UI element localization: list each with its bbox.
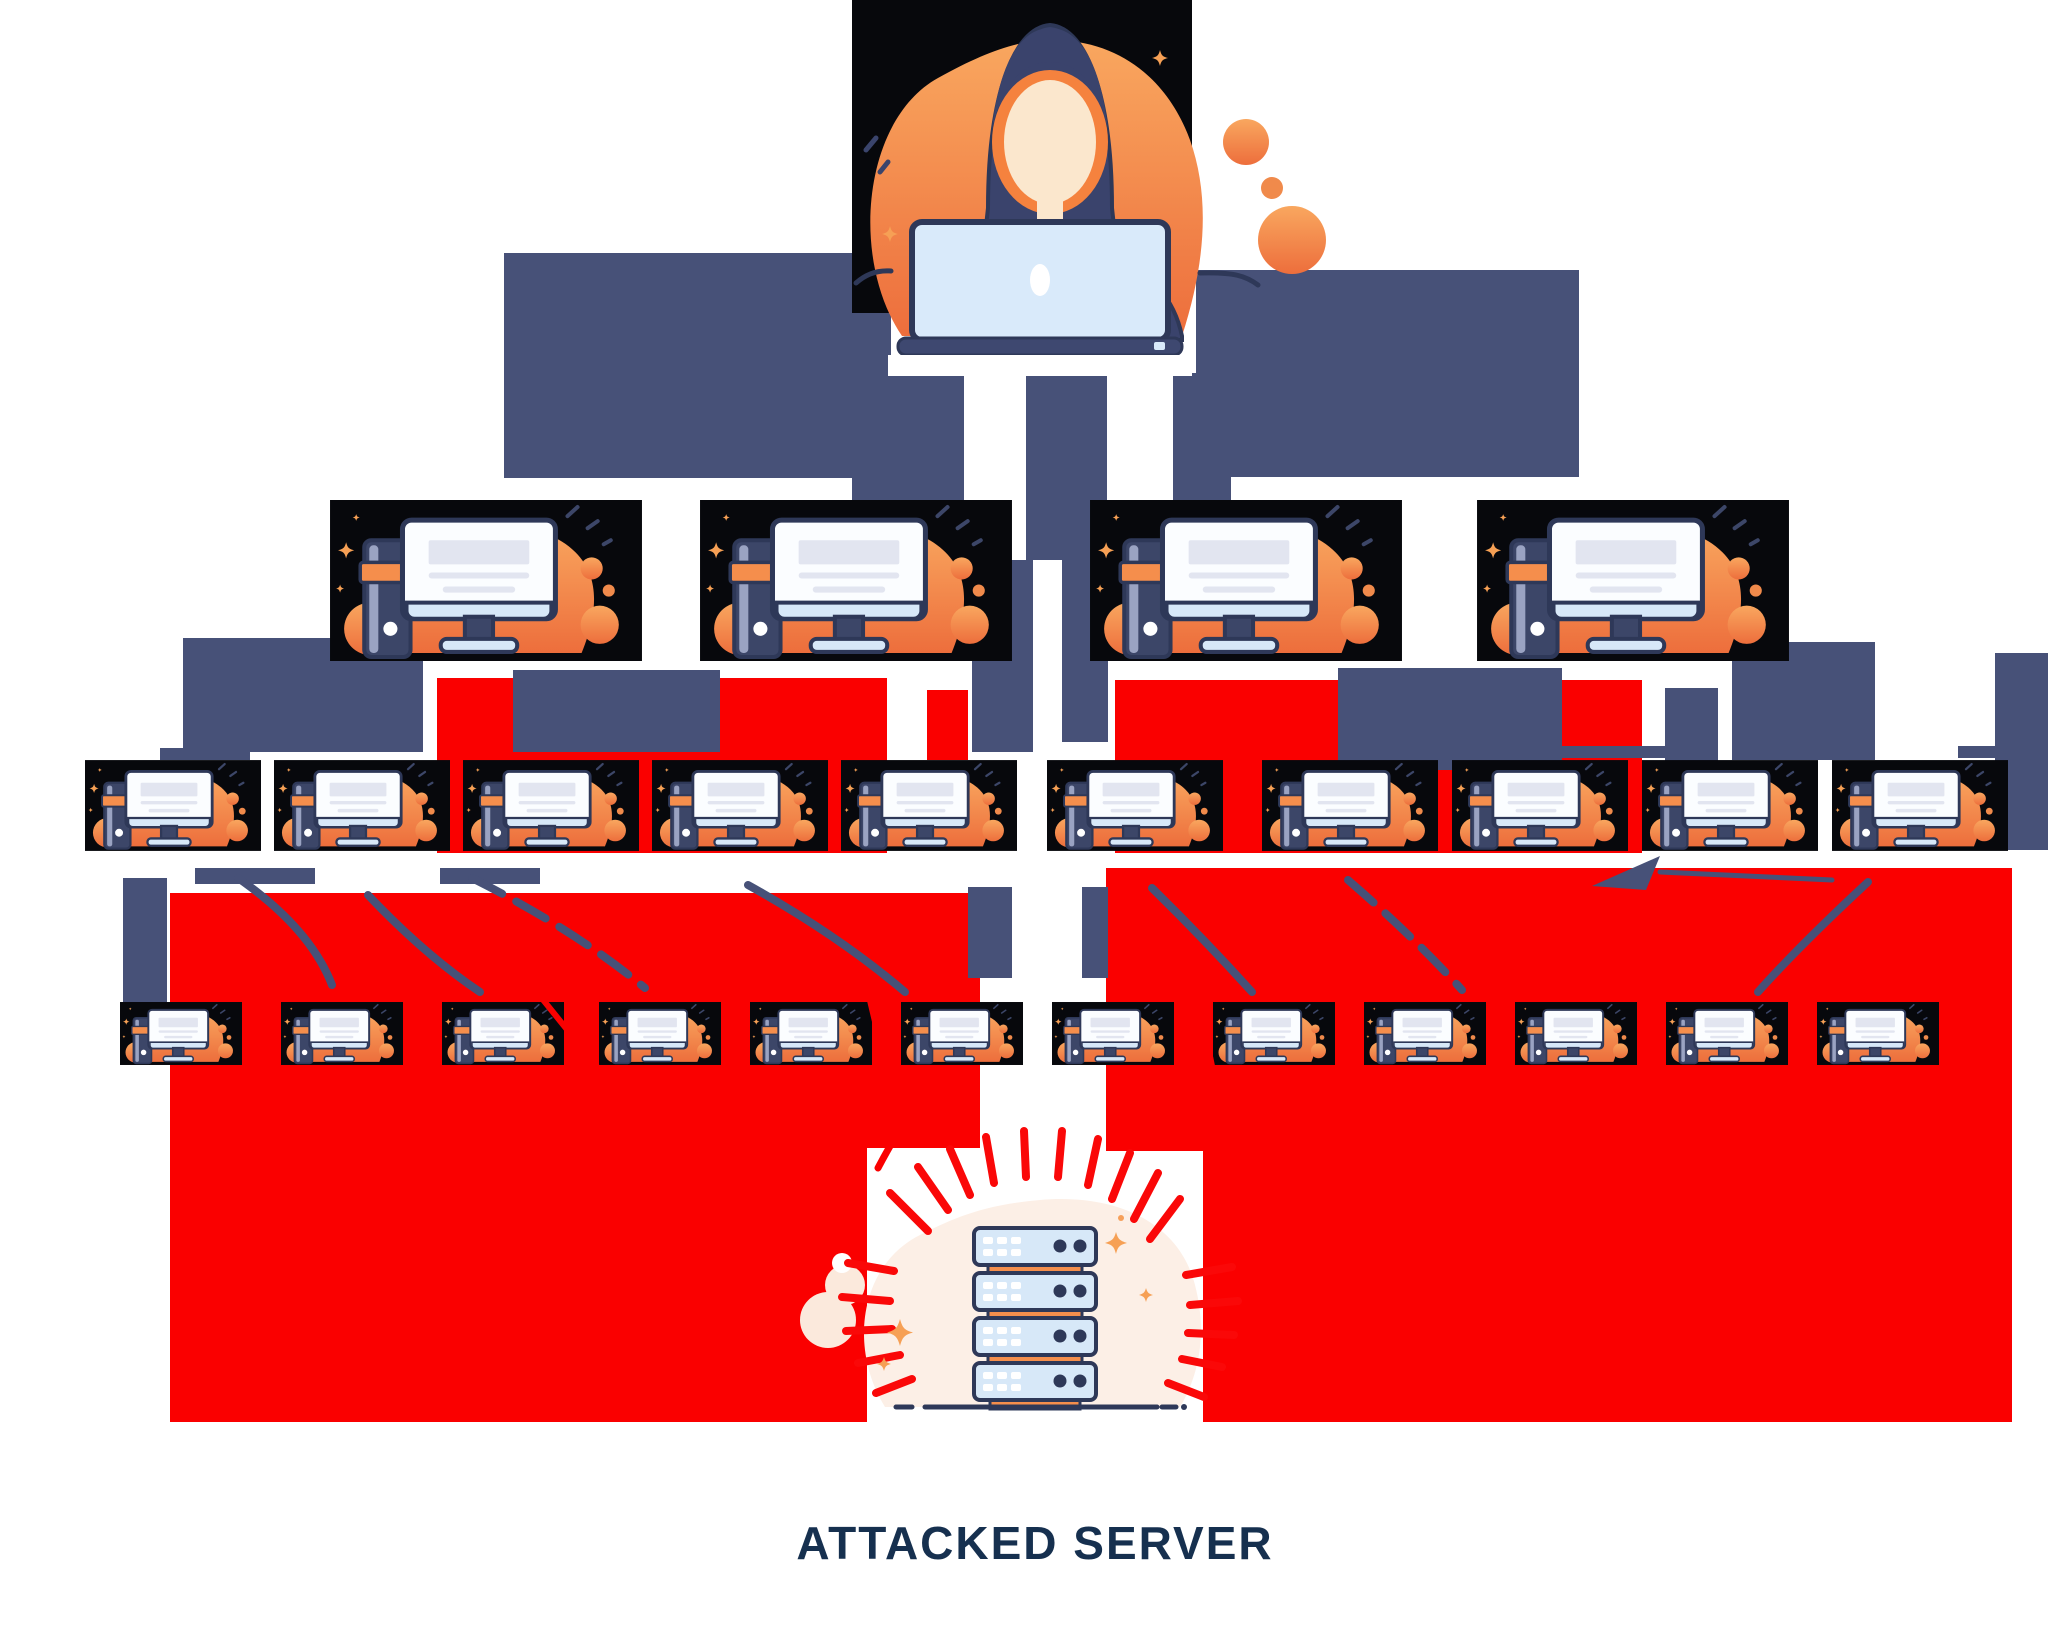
orange-bubble [1261, 177, 1283, 199]
sparkle-dot [1118, 1215, 1124, 1221]
sparkle-icon [887, 1319, 913, 1346]
attack-rays-left [838, 1259, 916, 1397]
cream-bubble [800, 1292, 856, 1348]
attack-curve [874, 1081, 932, 1172]
command-curve [1148, 884, 1256, 996]
command-curve [468, 874, 649, 992]
spark-dashes [863, 135, 891, 175]
command-curve [1592, 856, 1660, 890]
command-curve [744, 881, 909, 996]
sparkle-icon [1152, 50, 1168, 66]
command-curve [364, 891, 484, 996]
cream-bubble [832, 1253, 852, 1273]
attack-curve [1184, 998, 1219, 1152]
attacked-server-illustration [800, 1127, 1242, 1411]
attacker-illustration [852, 0, 1326, 376]
attack-rays-top [886, 1127, 1184, 1243]
laptop-base [896, 336, 1184, 357]
command-curve [1344, 876, 1466, 994]
hood-brow [992, 28, 1108, 130]
ground-dot [1181, 1404, 1187, 1410]
attack-rays-right [1164, 1263, 1242, 1401]
sparkle-icon [1105, 1232, 1127, 1254]
laptop-base-notch [1154, 342, 1165, 350]
sparkle-icon [1139, 1288, 1153, 1302]
sparkle-icon [882, 226, 898, 242]
sparkle-icon [877, 1357, 891, 1371]
command-curve [234, 874, 336, 989]
attack-curve [865, 989, 889, 1071]
orange-bubble [1223, 119, 1269, 165]
laptop-logo [1030, 264, 1050, 296]
hacker-face [1004, 80, 1096, 204]
caption-label: ATTACKED SERVER [796, 1517, 1274, 1569]
command-curve [1754, 878, 1872, 996]
orange-bubble [1258, 206, 1326, 274]
table [888, 355, 1192, 376]
attack-curve [537, 993, 601, 1071]
command-curve [1657, 869, 1835, 883]
sleeve-cuffs [853, 268, 1261, 288]
